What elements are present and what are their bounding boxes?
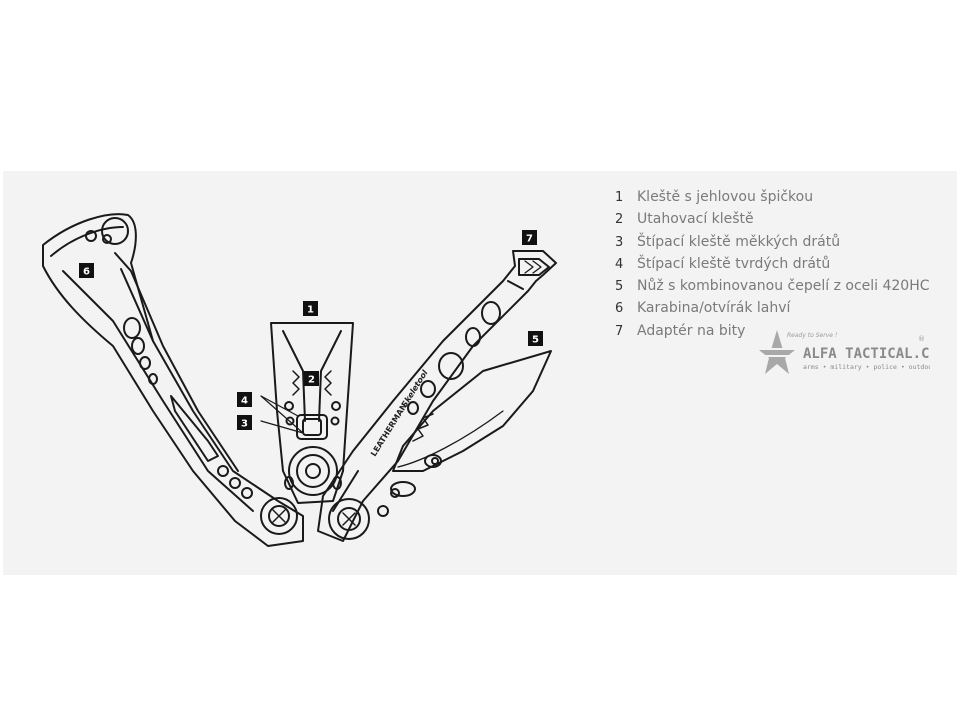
logo-name: ALFA TACTICAL.CZ: [803, 346, 930, 362]
legend-item: 3 Štípací kleště měkkých drátů: [615, 234, 930, 256]
badge-2: 2: [304, 371, 319, 386]
legend-item: 1 Kleště s jehlovou špičkou: [615, 189, 930, 211]
badge-6: 6: [79, 263, 94, 278]
legend-label: Utahovací kleště: [637, 211, 754, 228]
legend-number: 7: [615, 323, 624, 339]
svg-text:7: 7: [526, 234, 533, 245]
svg-text:2: 2: [308, 375, 315, 386]
alfa-tactical-logo: Ready to Serve ! ALFA TACTICAL.CZ ® arms…: [755, 330, 930, 374]
knife-blade: [390, 350, 552, 497]
svg-text:1: 1: [307, 305, 314, 316]
legend-item: 2 Utahovací kleště: [615, 211, 930, 233]
left-handle: [42, 213, 304, 547]
legend-item: 7 Adaptér na bity: [615, 323, 930, 345]
legend-number: 6: [615, 301, 624, 317]
right-handle: [317, 250, 557, 542]
multitool-diagram: LEATHERMAN Skeletool 1 2 4 3 6 7: [42, 213, 557, 547]
logo-tagline: Ready to Serve !: [787, 332, 837, 339]
legend-item: 6 Karabina/otvírák lahví: [615, 300, 930, 322]
logo-subtitle: arms • military • police • outdoor: [803, 363, 930, 371]
logo-registered: ®: [918, 335, 925, 343]
star-logo-icon: [755, 330, 799, 374]
legend-number: 1: [615, 190, 624, 205]
badge-5: 5: [528, 331, 543, 346]
legend-item: 4 Štípací kleště tvrdých drátů: [615, 256, 930, 278]
engraving-brand: LEATHERMAN: [369, 402, 409, 458]
legend-item: 5 Nůž s kombinovanou čepelí z oceli 420HC: [615, 278, 930, 300]
legend-label: Nůž s kombinovanou čepelí z oceli 420HC: [637, 278, 930, 295]
center-pliers: [270, 322, 354, 504]
legend-number: 5: [615, 279, 624, 295]
legend-label: Adaptér na bity: [637, 322, 746, 339]
legend-label: Kleště s jehlovou špičkou: [637, 189, 814, 205]
legend-number: 2: [615, 212, 624, 228]
badge-4: 4: [237, 392, 252, 407]
badge-3: 3: [237, 415, 252, 430]
legend-label: Štípací kleště měkkých drátů: [637, 233, 841, 250]
svg-text:5: 5: [532, 335, 539, 346]
svg-text:6: 6: [83, 267, 90, 278]
svg-text:4: 4: [241, 396, 248, 407]
parts-legend: 1 Kleště s jehlovou špičkou 2 Utahovací kl…: [615, 189, 930, 345]
badge-1: 1: [303, 301, 318, 316]
diagram-panel: LEATHERMAN Skeletool 1 2 4 3 6 7: [3, 171, 957, 575]
legend-label: Štípací kleště tvrdých drátů: [637, 255, 831, 272]
legend-label: Karabina/otvírák lahví: [637, 300, 791, 317]
badge-7: 7: [522, 230, 537, 245]
svg-text:3: 3: [241, 419, 248, 430]
leader-lines: [260, 395, 304, 434]
legend-number: 3: [615, 234, 624, 250]
legend-number: 4: [615, 256, 624, 272]
